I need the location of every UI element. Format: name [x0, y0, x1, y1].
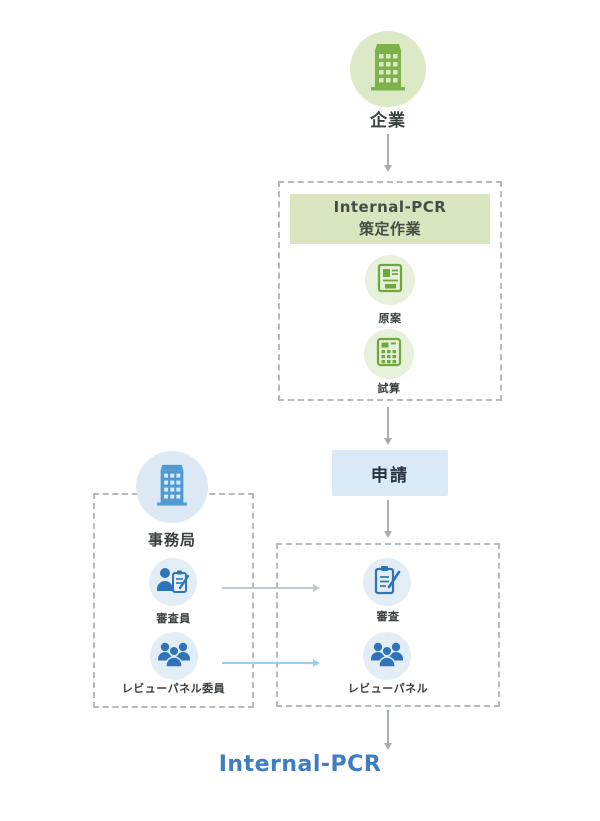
panel-member-circle [150, 632, 198, 680]
review-panel-label: レビューパネル [347, 682, 429, 695]
arrow-review-to-result [383, 710, 392, 750]
review-label: 審査 [376, 610, 400, 623]
company-label: 企業 [370, 111, 406, 131]
arrow-pcr-to-application [383, 407, 392, 445]
pcr-work-title-line1: Internal-PCR [333, 198, 447, 217]
company-circle [350, 31, 426, 107]
review-panel-circle [363, 632, 411, 680]
application-box: 申請 [332, 450, 448, 496]
secretariat-label: 事務局 [147, 531, 196, 549]
people-group-icon [157, 640, 191, 672]
panel-member-label: レビューパネル委員 [121, 682, 226, 695]
pcr-work-box: Internal-PCR 策定作業 原案 [278, 181, 502, 401]
draft-circle [365, 255, 415, 305]
examiner-label: 審査員 [156, 612, 191, 625]
secretariat-circle [136, 451, 208, 523]
building-icon [154, 464, 190, 510]
arrow-application-to-review [383, 500, 392, 538]
pcr-work-header: Internal-PCR 策定作業 [290, 194, 490, 244]
review-circle [363, 558, 411, 606]
examiner-circle [149, 558, 197, 606]
calculator-icon [376, 337, 402, 371]
result-label: Internal-PCR [214, 752, 389, 778]
building-icon [368, 43, 408, 95]
arrow-examiner-to-review [222, 583, 320, 592]
estimate-circle [364, 329, 414, 379]
clipboard-pen-icon [372, 564, 402, 600]
draft-label: 原案 [378, 312, 402, 325]
application-label: 申請 [371, 465, 409, 486]
estimate-label: 試算 [377, 382, 401, 395]
result-row: Internal-PCR [0, 752, 600, 778]
arrow-company-to-pcr [383, 134, 392, 172]
arrow-member-to-panel [222, 658, 320, 667]
examiner-icon [156, 565, 190, 599]
document-icon [376, 263, 404, 297]
pcr-work-title-line2: 策定作業 [358, 220, 421, 238]
people-group-icon [370, 640, 404, 672]
